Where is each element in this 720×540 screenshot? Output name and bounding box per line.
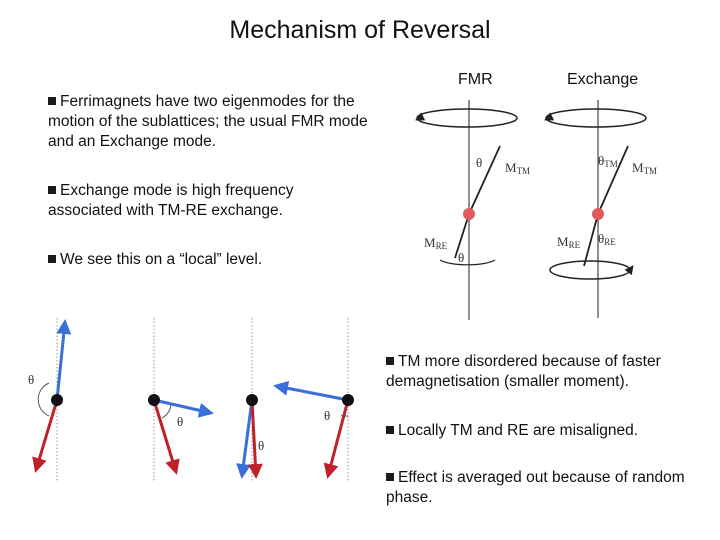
local-4-node	[342, 394, 354, 406]
fmr-sphere	[463, 208, 475, 220]
exchange-mode-diagram: θTM MTM MRE θRE	[544, 100, 657, 318]
fmr-top-orbit	[416, 108, 518, 128]
local-1-node	[51, 394, 63, 406]
local-1-re-arrow	[32, 399, 59, 473]
fmr-top-orbit-arrow-icon	[415, 112, 426, 121]
bullet-local-level: We see this on a “local” level.	[48, 250, 368, 270]
bullet-misaligned: Locally TM and RE are misaligned.	[386, 421, 706, 441]
slide-title: Mechanism of Reversal	[229, 16, 491, 44]
bullet-eigenmodes: Ferrimagnets have two eigenmodes for the…	[48, 93, 368, 150]
exchange-bottom-orbit	[549, 260, 631, 280]
local-2-theta-label: θ	[177, 414, 183, 429]
exchange-top-orbit-arrow-icon	[544, 112, 555, 121]
exchange-sphere	[592, 208, 604, 220]
fmr-re-vector	[454, 213, 470, 259]
local-3-node	[246, 394, 258, 406]
local-4-angle-arc	[340, 414, 349, 417]
local-3-re-arrow	[247, 399, 263, 479]
bullet-square-icon	[386, 473, 394, 481]
bullet-random-phase: Effect is averaged out because of random…	[386, 469, 685, 506]
local-4-theta-label: θ	[324, 408, 330, 423]
fmr-mode-diagram: θ MTM MRE θ	[415, 100, 530, 320]
bullet-square-icon	[48, 255, 56, 263]
local-1-angle-arc	[37, 382, 50, 417]
fmr-theta-label: θ	[476, 155, 482, 170]
bullet-tm-disordered: TM more disordered because of faster dem…	[386, 353, 661, 390]
exchange-m-tm-label: MTM	[632, 160, 657, 176]
local-1-theta-label: θ	[28, 372, 34, 387]
fmr-tm-vector	[468, 145, 501, 215]
exchange-bottom-orbit-arrow-icon	[624, 265, 634, 276]
fmr-theta-re-label: θ	[458, 250, 464, 265]
fmr-m-tm-label: MTM	[505, 160, 530, 176]
exchange-top-orbit	[545, 108, 647, 128]
bullet-square-icon	[48, 97, 56, 105]
exchange-re-vector	[583, 213, 599, 267]
exchange-tm-vector	[597, 145, 629, 215]
local-2-angle-arc	[161, 404, 172, 419]
local-diagram-4: θ	[273, 318, 354, 482]
local-2-node	[148, 394, 160, 406]
exchange-theta-re-label: θRE	[598, 231, 616, 247]
local-diagram-2: θ	[148, 318, 214, 482]
bullet-square-icon	[386, 426, 394, 434]
exchange-m-re-label: MRE	[557, 234, 581, 250]
fmr-m-re-label: MRE	[424, 235, 448, 251]
fmr-heading: FMR	[458, 71, 493, 88]
exchange-theta-tm-label: θTM	[598, 153, 618, 169]
local-2-re-arrow	[152, 399, 180, 475]
local-3-tm-arrow	[236, 399, 254, 479]
bullet-exchange-mode: Exchange mode is high frequency associat…	[48, 182, 294, 219]
local-diagram-3: θ	[236, 318, 264, 482]
local-2-tm-arrow	[153, 398, 214, 418]
fmr-bottom-orbit	[439, 259, 496, 266]
local-4-tm-arrow	[273, 380, 349, 402]
bullet-square-icon	[48, 186, 56, 194]
local-4-re-arrow	[323, 399, 350, 479]
local-3-theta-label: θ	[258, 438, 264, 453]
exchange-heading: Exchange	[567, 71, 639, 88]
bullet-square-icon	[386, 357, 394, 365]
local-1-tm-arrow	[55, 319, 72, 401]
local-diagram-1: θ	[28, 318, 72, 482]
